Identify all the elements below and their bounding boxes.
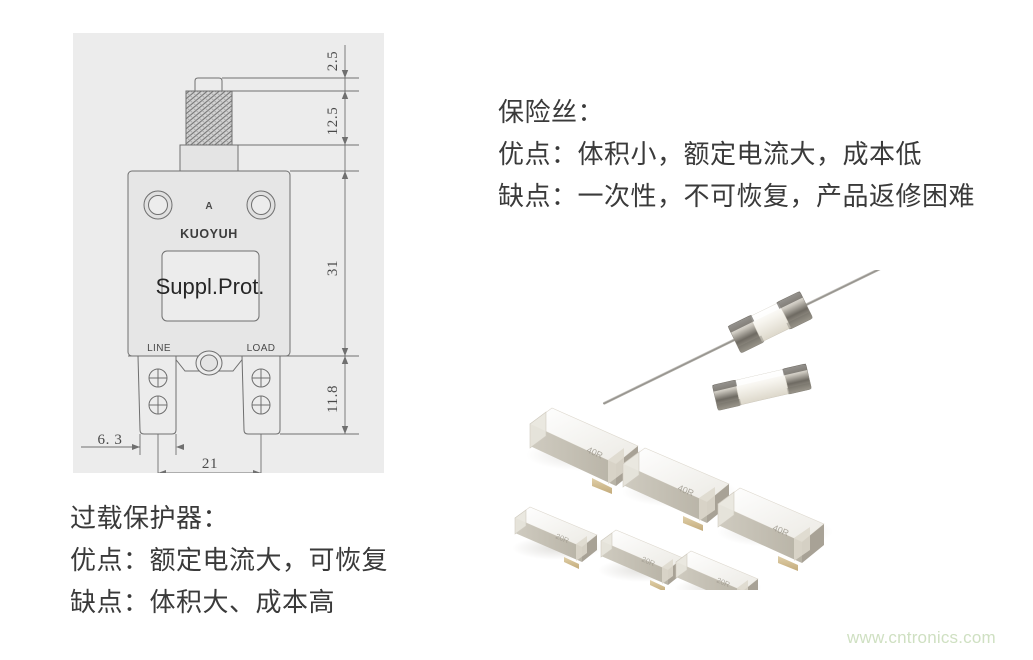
smd-fuse-3: 40R: [717, 487, 833, 571]
dim-6-3: 6. 3: [98, 432, 123, 448]
dim-31: 31: [325, 260, 341, 276]
overload-protector-pros: 优点：额定电流大，可恢复: [70, 546, 389, 576]
amp-label: A: [205, 201, 212, 212]
overload-protector-heading: 过载保护器：: [70, 504, 230, 534]
smd-fuse-4: 20R: [512, 506, 604, 569]
dim-2-5: 2.5: [325, 51, 341, 72]
axial-lead-cartridge-fuse: [602, 270, 918, 405]
smd-fuse-2: 40R: [622, 447, 738, 531]
load-blade-terminal: [241, 355, 281, 435]
dim-arrowheads: [341, 70, 349, 434]
dim-arrowheads-horizontal: [132, 444, 261, 473]
overload-protector-drawing: A KUOYUH Suppl.Prot. LINE LOAD: [81, 45, 359, 473]
mounting-boss-left: [143, 190, 173, 220]
fuse-photo-illustration: 40R 40R: [510, 270, 960, 590]
overload-protector-cons: 缺点：体积大、成本高: [70, 588, 336, 618]
fuse-pros: 优点：体积小，额定电流大，成本低: [498, 140, 923, 170]
fuse-text-block: 保险丝： 优点：体积小，额定电流大，成本低 缺点：一次性，不可恢复，产品返修困难: [498, 92, 975, 218]
smd-fuse-1: 40R: [526, 407, 650, 494]
dim-12-5: 12.5: [325, 107, 341, 136]
plate-label: Suppl.Prot.: [156, 274, 265, 299]
smd-fuse-5: 20R: [598, 529, 690, 590]
smd-fuse-6: 20R: [674, 550, 762, 590]
overload-protector-text-block: 过载保护器： 优点：额定电流大，可恢复 缺点：体积大、成本高: [70, 498, 388, 624]
dim-21: 21: [202, 456, 218, 472]
fuse-cons: 缺点：一次性，不可恢复，产品返修困难: [498, 182, 976, 212]
reset-button: [194, 77, 223, 91]
fuse-photograph: 40R 40R: [510, 270, 960, 590]
label-plate: [161, 250, 260, 322]
line-label: LINE: [147, 343, 171, 354]
fuse-heading: 保险丝：: [498, 98, 605, 128]
collar-base: [179, 144, 239, 172]
site-watermark: www.cntronics.com: [847, 628, 996, 647]
load-label: LOAD: [247, 343, 276, 354]
cartridge-fuse: [712, 363, 812, 411]
line-blade-terminal: [137, 355, 177, 435]
brand-label: KUOYUH: [180, 227, 238, 241]
overload-protector-drawing-panel: A KUOYUH Suppl.Prot. LINE LOAD: [73, 33, 384, 473]
threaded-collar: [185, 90, 233, 146]
dim-11-8: 11.8: [325, 385, 341, 413]
mounting-boss-right: [246, 190, 276, 220]
